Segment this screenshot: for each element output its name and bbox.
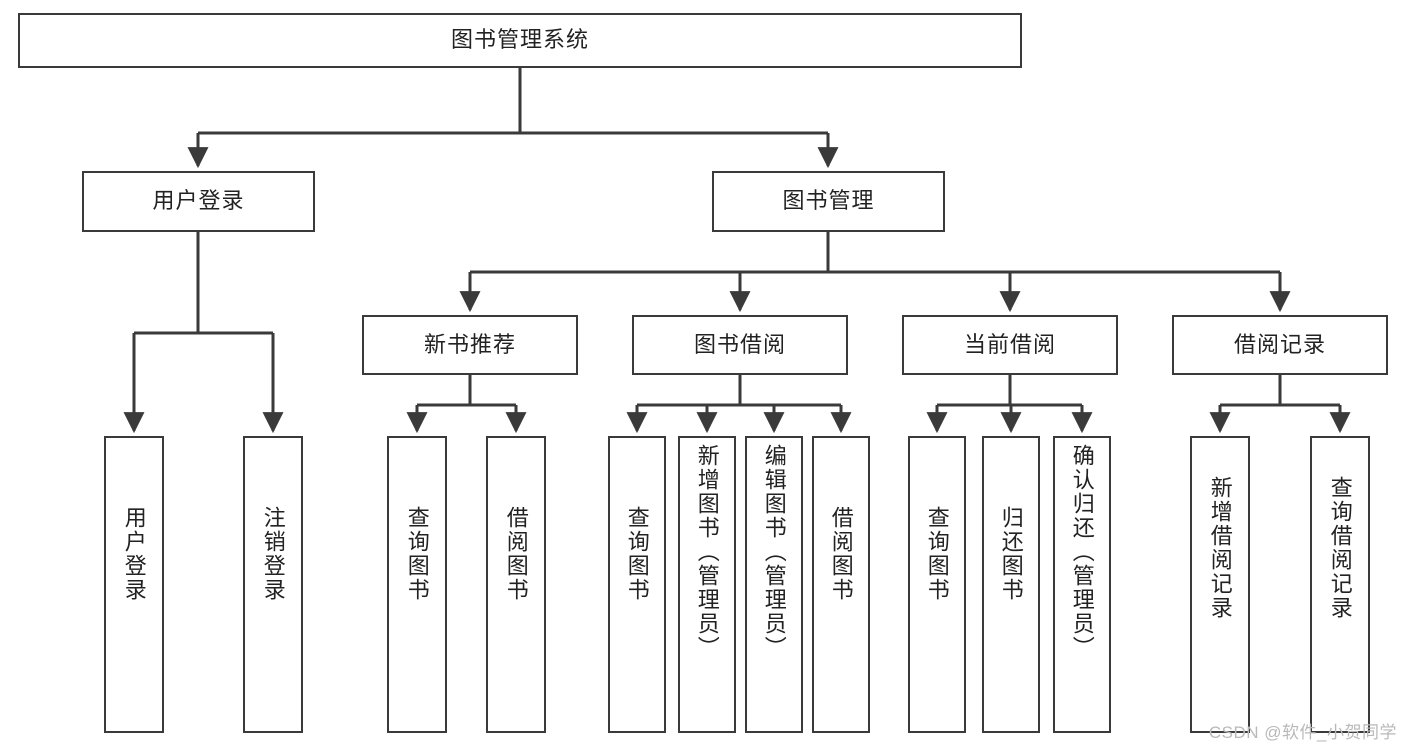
node-user-login-label: 用户登录: [152, 188, 245, 214]
node-book-manage-label: 图书管理: [782, 188, 875, 214]
leaf-return-book[interactable]: 归还图书: [982, 436, 1040, 733]
node-book-manage[interactable]: 图书管理: [712, 171, 945, 232]
node-root-label: 图书管理系统: [450, 27, 589, 53]
leaf-borrow-book-recommend[interactable]: 借阅图书: [486, 436, 546, 733]
leaf-return-book-label: 归还图书: [998, 506, 1024, 602]
leaf-add-book-admin[interactable]: 新增图书（管理员）: [678, 436, 736, 733]
leaf-query-book-current[interactable]: 查询图书: [908, 436, 966, 733]
leaf-query-borrow-record[interactable]: 查询借阅记录: [1310, 436, 1370, 733]
node-user-login[interactable]: 用户登录: [82, 171, 315, 232]
csdn-watermark: CSDN @软件_小贺同学: [1208, 723, 1397, 742]
leaf-borrow-book-recommend-label: 借阅图书: [503, 506, 529, 602]
leaf-user-login-label: 用户登录: [121, 506, 147, 602]
leaf-query-book-recommend[interactable]: 查询图书: [387, 436, 447, 733]
leaf-query-book-borrow[interactable]: 查询图书: [608, 436, 666, 733]
leaf-query-book-recommend-label: 查询图书: [404, 506, 430, 602]
leaf-borrow-book[interactable]: 借阅图书: [812, 436, 870, 733]
leaf-user-logout[interactable]: 注销登录: [243, 436, 303, 733]
leaf-confirm-return-admin-label: 确认归还（管理员）: [1069, 444, 1095, 660]
leaf-add-borrow-record-label: 新增借阅记录: [1207, 476, 1233, 620]
leaf-user-login[interactable]: 用户登录: [104, 436, 164, 733]
leaf-user-logout-label: 注销登录: [260, 506, 286, 602]
leaf-borrow-book-label: 借阅图书: [828, 506, 854, 602]
node-borrow-record-label: 借阅记录: [1233, 331, 1326, 357]
leaf-confirm-return-admin[interactable]: 确认归还（管理员）: [1053, 436, 1111, 733]
node-new-book-recommend-label: 新书推荐: [423, 331, 516, 357]
leaf-add-borrow-record[interactable]: 新增借阅记录: [1190, 436, 1250, 733]
leaf-query-borrow-record-label: 查询借阅记录: [1327, 476, 1353, 620]
node-book-borrow[interactable]: 图书借阅: [632, 315, 848, 375]
node-current-borrow[interactable]: 当前借阅: [902, 315, 1118, 375]
node-book-borrow-label: 图书借阅: [693, 331, 786, 357]
leaf-add-book-admin-label: 新增图书（管理员）: [694, 444, 720, 660]
node-new-book-recommend[interactable]: 新书推荐: [362, 315, 578, 375]
leaf-edit-book-admin-label: 编辑图书（管理员）: [761, 444, 787, 660]
node-root[interactable]: 图书管理系统: [18, 13, 1022, 68]
leaf-query-book-borrow-label: 查询图书: [624, 506, 650, 602]
node-current-borrow-label: 当前借阅: [963, 331, 1056, 357]
leaf-query-book-current-label: 查询图书: [924, 506, 950, 602]
node-borrow-record[interactable]: 借阅记录: [1172, 315, 1388, 375]
leaf-edit-book-admin[interactable]: 编辑图书（管理员）: [745, 436, 803, 733]
